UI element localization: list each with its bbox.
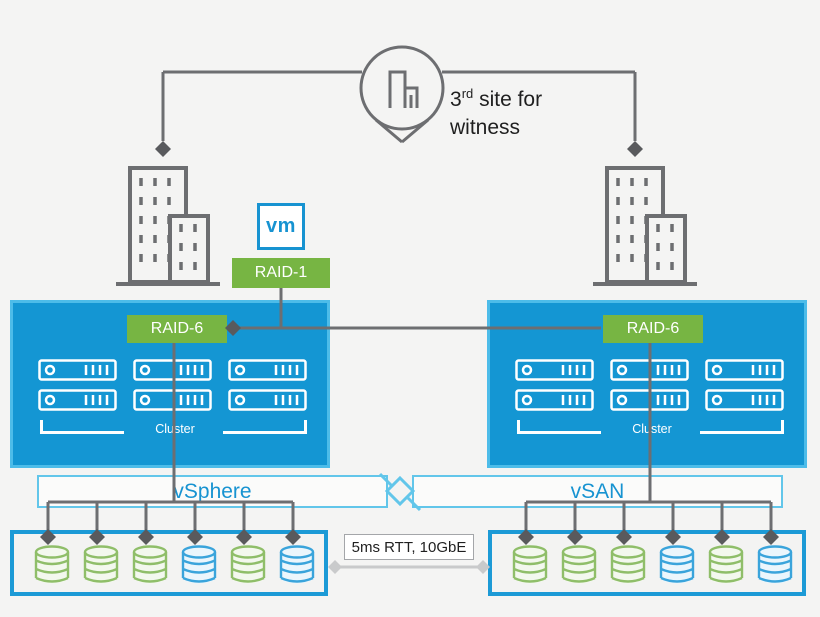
server-icon	[38, 359, 117, 381]
right-site-building-icon	[593, 166, 697, 286]
server-grid-left	[38, 359, 313, 411]
vm-badge: vm	[257, 203, 305, 250]
cluster-bracket-right	[700, 420, 784, 434]
server-icon	[133, 359, 212, 381]
disk-icon	[659, 545, 695, 584]
interlink-line	[328, 560, 490, 574]
raid6-badge-right: RAID-6	[603, 315, 703, 343]
raid1-badge: RAID-1	[232, 258, 330, 288]
vsan-label: vSAN	[570, 479, 625, 503]
disk-icon	[757, 545, 793, 584]
band-break-icon	[378, 472, 422, 512]
cluster-bracket-right	[223, 420, 307, 434]
disk-icon	[230, 545, 266, 584]
server-icon	[515, 389, 594, 411]
server-icon	[610, 389, 689, 411]
cluster-label-left: Cluster	[155, 422, 195, 436]
disk-icon	[708, 545, 744, 584]
disk-icon	[83, 545, 119, 584]
server-icon	[133, 389, 212, 411]
server-icon	[515, 359, 594, 381]
vsphere-band: vSphere	[37, 475, 388, 508]
disk-icon	[279, 545, 315, 584]
disk-icon	[561, 545, 597, 584]
server-icon	[228, 359, 307, 381]
disk-icon	[610, 545, 646, 584]
interlink-label-box: 5ms RTT, 10GbE	[344, 534, 474, 560]
storage-box-right	[488, 530, 806, 596]
cluster-box-right: RAID-6 Cluster	[487, 300, 807, 468]
vsphere-label: vSphere	[173, 479, 252, 503]
server-grid-right	[515, 359, 790, 411]
server-icon	[38, 389, 117, 411]
cluster-box-left: RAID-6 Cluster	[10, 300, 330, 468]
server-icon	[228, 389, 307, 411]
disk-icon	[512, 545, 548, 584]
server-icon	[705, 389, 784, 411]
witness-pin-icon	[359, 45, 445, 144]
vsan-band: vSAN	[412, 475, 783, 508]
cluster-bracket-left	[40, 420, 124, 434]
disk-icon	[181, 545, 217, 584]
storage-box-left	[10, 530, 328, 596]
server-icon	[705, 359, 784, 381]
cluster-bracket-left	[517, 420, 601, 434]
disk-icon	[132, 545, 168, 584]
witness-label: 3rd site for witness	[450, 86, 543, 139]
server-icon	[610, 359, 689, 381]
raid6-badge-left: RAID-6	[127, 315, 227, 343]
disk-icon	[34, 545, 70, 584]
cluster-label-right: Cluster	[632, 422, 672, 436]
left-site-building-icon	[116, 166, 220, 286]
